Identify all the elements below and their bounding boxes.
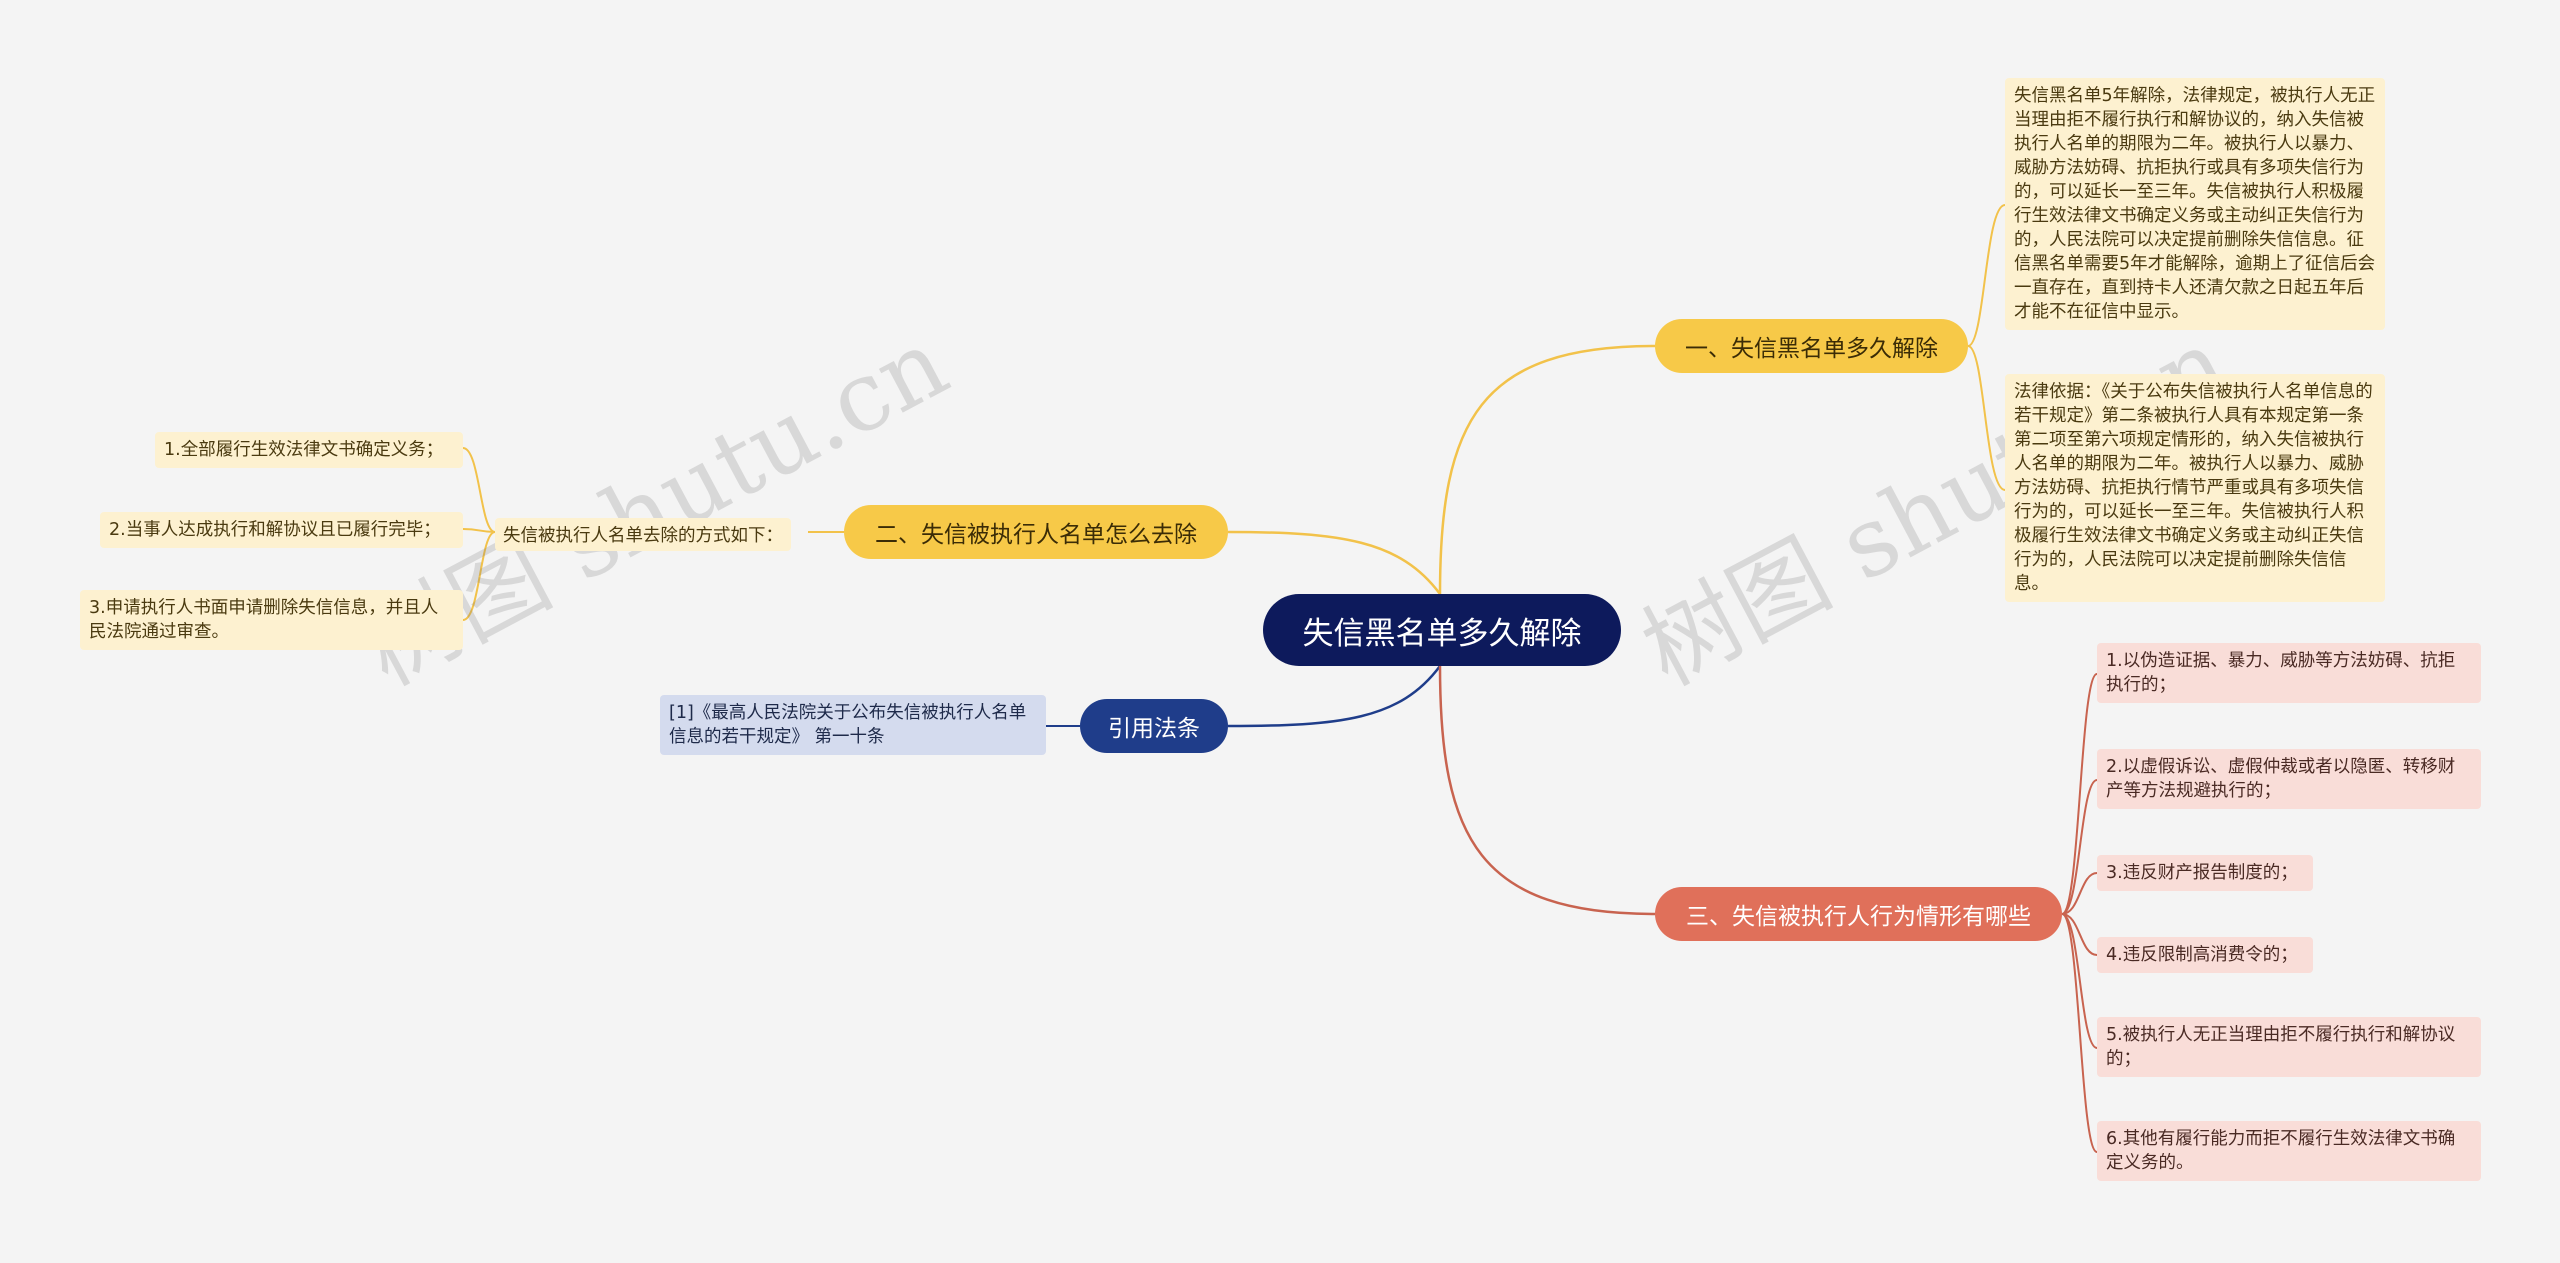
branch-cited-law[interactable]: 引用法条 [1080, 699, 1228, 753]
link-b4-items [2061, 673, 2098, 1153]
cited-law-item-1[interactable]: [1]《最高人民法院关于公布失信被执行人名单信息的若干规定》 第一十条 [660, 695, 1046, 755]
removal-item-3[interactable]: 3.申请执行人书面申请删除失信信息，并且人民法院通过审查。 [80, 590, 463, 650]
branch-removal-methods[interactable]: 二、失信被执行人名单怎么去除 [844, 505, 1228, 559]
detail-legal-basis[interactable]: 法律依据：《关于公布失信被执行人名单信息的若干规定》第二条被执行人具有本规定第一… [2005, 374, 2385, 602]
link-root-branch2 [1227, 530, 1442, 595]
behavior-item-4[interactable]: 4.违反限制高消费令的； [2097, 937, 2313, 973]
behavior-item-3[interactable]: 3.违反财产报告制度的； [2097, 855, 2313, 891]
branch-duration[interactable]: 一、失信黑名单多久解除 [1655, 319, 1968, 373]
behavior-item-6[interactable]: 6.其他有履行能力而拒不履行生效法律文书确定义务的。 [2097, 1121, 2481, 1181]
link-root-branch3 [1227, 665, 1442, 728]
link-b2-items [462, 447, 496, 621]
behavior-item-2[interactable]: 2.以虚假诉讼、虚假仲裁或者以隐匿、转移财产等方法规避执行的； [2097, 749, 2481, 809]
link-b1-bracket [1967, 204, 2006, 491]
link-root-branch1 [1438, 344, 1656, 595]
branch-behaviors[interactable]: 三、失信被执行人行为情形有哪些 [1655, 887, 2062, 941]
detail-duration-explanation[interactable]: 失信黑名单5年解除，法律规定，被执行人无正当理由拒不履行执行和解协议的，纳入失信… [2005, 78, 2385, 330]
behavior-item-5[interactable]: 5.被执行人无正当理由拒不履行执行和解协议的； [2097, 1017, 2481, 1077]
removal-item-2[interactable]: 2.当事人达成执行和解协议且已履行完毕； [100, 512, 463, 548]
link-root-branch4 [1438, 665, 1656, 916]
behavior-item-1[interactable]: 1.以伪造证据、暴力、威胁等方法妨碍、抗拒执行的； [2097, 643, 2481, 703]
removal-item-1[interactable]: 1.全部履行生效法律文书确定义务； [155, 432, 463, 468]
root-topic[interactable]: 失信黑名单多久解除 [1263, 594, 1621, 666]
removal-intro[interactable]: 失信被执行人名单去除的方式如下： [495, 518, 791, 551]
